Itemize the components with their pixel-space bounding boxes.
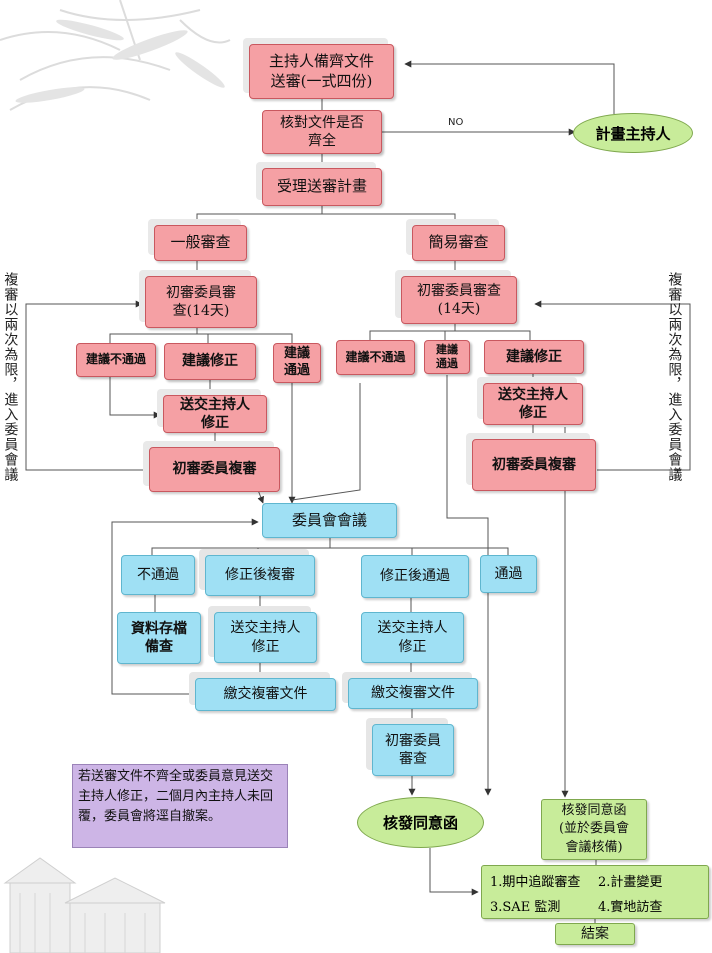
- right-pass-box: 建議 通過: [424, 340, 470, 374]
- building-decoration: [3, 857, 166, 953]
- bamboo-decoration: [0, 0, 231, 111]
- right-revise-box: 建議修正: [484, 340, 584, 374]
- withdrawal-note: 若送審文件不齊全或委員意見送交主持人修正，二個月內主持人未回覆，委員會將逕自撤案…: [72, 764, 288, 848]
- archive-box: 資料存檔 備查: [117, 612, 201, 664]
- right-send-pi-box: 送交主持人 修正: [483, 383, 583, 425]
- general-review-box: 一般審查: [154, 225, 247, 261]
- send-pi-mid-box: 送交主持人 修正: [214, 612, 317, 663]
- simple-review-box: 簡易審查: [412, 225, 505, 261]
- initial-reviewer-left-box: 初審委員審 查(14天): [145, 276, 257, 328]
- right-re-review-box: 初審委員複審: [472, 439, 596, 491]
- left-send-pi-box: 送交主持人 修正: [163, 395, 267, 433]
- left-reject-box: 建議不通過: [76, 343, 156, 377]
- followup-item: 2.計畫變更: [598, 875, 663, 890]
- send-pi-right-box: 送交主持人 修正: [361, 612, 464, 663]
- principal-investigator-oval: 計畫主持人: [573, 113, 693, 153]
- committee-fail-box: 不通過: [121, 555, 195, 595]
- right-reject-box: 建議不通過: [336, 340, 415, 375]
- initial-reviewer-bottom-box: 初審委員 審查: [372, 724, 454, 776]
- submit-documents-box: 主持人備齊文件 送審(一式四份): [249, 44, 394, 99]
- followup-item: 3.SAE 監測: [490, 900, 561, 915]
- committee-pass-box: 通過: [480, 555, 537, 593]
- approval-letter-box: 核發同意函 (並於委員會 會議核備): [541, 799, 647, 860]
- right-side-note: 複審以兩次為限，進入委員會議: [666, 272, 683, 482]
- approval-letter-oval: 核發同意函: [357, 797, 484, 848]
- left-side-note: 複審以兩次為限，進入委員會議: [2, 272, 19, 482]
- no-label: NO: [448, 117, 464, 128]
- followup-item: 1.期中追蹤審查: [490, 875, 581, 890]
- submit-re-review-docs-2: 繳交複審文件: [348, 678, 478, 709]
- followup-item: 4.實地訪查: [598, 900, 663, 915]
- left-re-review-box: 初審委員複審: [149, 447, 280, 492]
- committee-revise-re-review-box: 修正後複審: [205, 555, 315, 596]
- check-documents-box: 核對文件是否 齊全: [262, 110, 382, 154]
- left-revise-box: 建議修正: [164, 343, 256, 380]
- case-closed-box: 結案: [555, 923, 635, 945]
- committee-revise-pass-box: 修正後通過: [361, 555, 469, 598]
- committee-meeting-box: 委員會會議: [262, 503, 397, 538]
- followup-box: 1.期中追蹤審查 2.計畫變更 3.SAE 監測 4.實地訪查: [481, 865, 709, 919]
- left-pass-box: 建議 通過: [273, 343, 321, 383]
- submit-re-review-docs-1: 繳交複審文件: [195, 678, 336, 711]
- accept-submission-box: 受理送審計畫: [262, 168, 382, 206]
- initial-reviewer-right-box: 初審委員審查 (14天): [401, 276, 517, 324]
